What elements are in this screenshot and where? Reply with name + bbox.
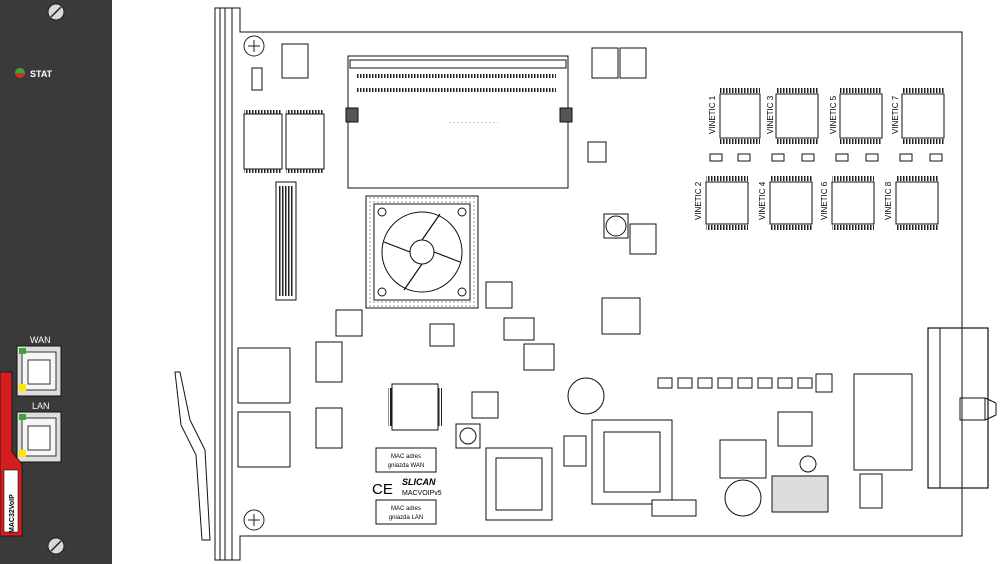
vinetic-label-4: VINETIC 4	[758, 181, 767, 220]
vinetic-label-1: VINETIC 1	[708, 95, 717, 134]
ce-mark: CE	[372, 481, 393, 498]
lan-port-label: LAN	[32, 401, 50, 411]
mac-wan-line2: gniazda WAN	[388, 463, 424, 469]
vinetic-label-2: VINETIC 2	[694, 181, 703, 220]
so-dimm-slot	[345, 55, 573, 189]
lan-port[interactable]	[16, 411, 62, 463]
vinetic-label-6: VINETIC 6	[820, 181, 829, 220]
pin-header	[275, 181, 297, 301]
mac-lan-label-box: MAC adres gniazda LAN	[375, 499, 437, 525]
cpu-fan-heatsink	[365, 195, 479, 309]
vinetic-label-3: VINETIC 3	[766, 95, 775, 134]
mounting-hole-bottom-icon	[243, 509, 265, 531]
vinetic-label-8: VINETIC 8	[884, 181, 893, 220]
board-model: MACVOIPv5	[402, 490, 442, 497]
flash-chips	[243, 43, 325, 173]
vinetic-label-5: VINETIC 5	[829, 95, 838, 134]
vinetic-chip	[705, 93, 945, 225]
front-panel: STAT WAN LAN MAC32VoIP	[0, 0, 112, 564]
bottom-screw-icon	[47, 537, 65, 555]
mac-lan-line1: MAC adres	[391, 506, 421, 512]
vinetic-chip-array: VINETIC 1 VINETIC 3 VINETIC 5 VINETIC 7 …	[694, 88, 945, 230]
ethernet-switch-chip	[388, 383, 442, 431]
misc-components	[335, 47, 913, 521]
vinetic-label-7: VINETIC 7	[891, 95, 900, 134]
mac-wan-label-box: MAC adres gniazda WAN	[375, 447, 437, 473]
model-label: MAC32VoIP	[9, 494, 16, 533]
ethernet-magnetics	[237, 341, 343, 468]
wan-port[interactable]	[16, 345, 62, 397]
mac-wan-line1: MAC adres	[391, 454, 421, 460]
status-led-icon	[15, 68, 25, 78]
mac-lan-line2: gniazda LAN	[389, 515, 423, 521]
brand-logo: SLICAN	[402, 477, 436, 487]
top-screw-icon	[47, 3, 65, 21]
wan-port-label: WAN	[30, 335, 51, 345]
status-label: STAT	[30, 69, 53, 79]
resistor-row	[657, 373, 833, 393]
mounting-hole-top-icon	[243, 35, 265, 57]
